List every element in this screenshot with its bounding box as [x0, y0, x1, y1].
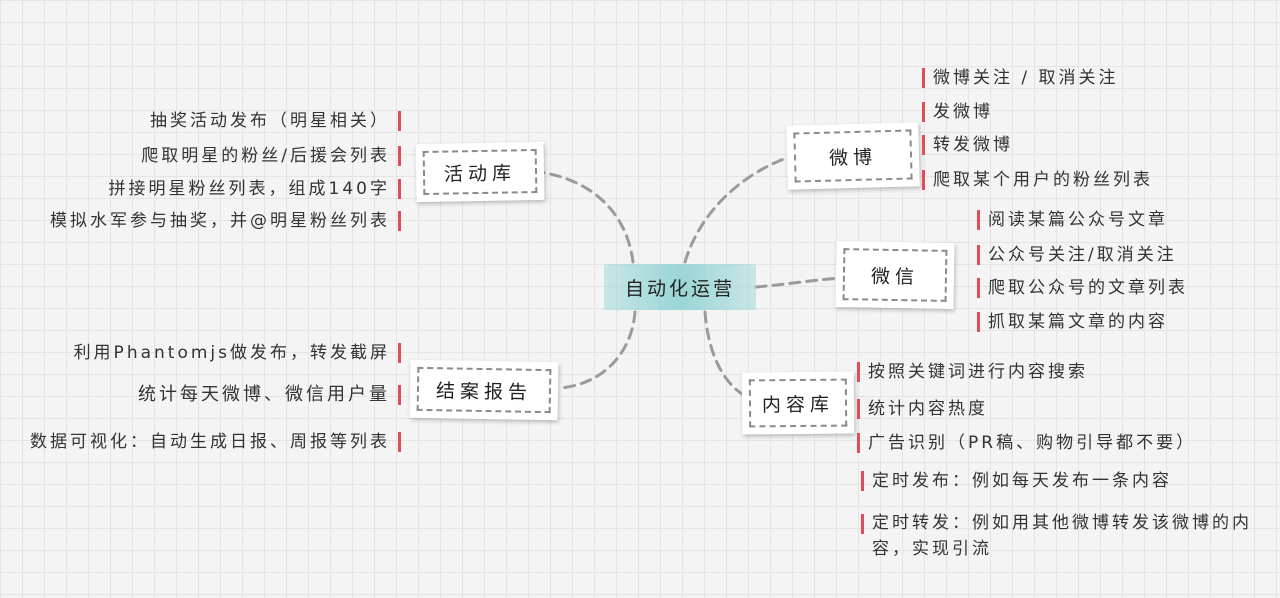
node-weixin[interactable]: 微信	[835, 240, 955, 310]
leaf-neirongku-1: 按照关键词进行内容搜索	[857, 362, 1088, 382]
node-huodongku-label: 活动库	[443, 161, 517, 186]
leaf-huodongku-1: 抽奖活动发布（明星相关）	[150, 111, 401, 131]
leaf-neirongku-5: 定时转发：例如用其他微博转发该微博的内容，实现引流	[861, 510, 1272, 562]
node-jieanbaogao-label: 结案报告	[435, 379, 533, 404]
central-topic-label: 自动化运营	[624, 277, 735, 300]
node-weibo[interactable]: 微博	[786, 122, 920, 190]
central-topic[interactable]: 自动化运营	[604, 264, 756, 310]
leaf-weibo-1: 微博关注 / 取消关注	[922, 68, 1119, 88]
leaf-jieanbaogao-1: 利用Phantomjs做发布，转发截屏	[73, 343, 402, 363]
leaf-neirongku-3: 广告识别（PR稿、购物引导都不要）	[856, 433, 1197, 453]
link-neirongku	[703, 310, 747, 398]
leaf-huodongku-4: 模拟水军参与抽奖，并@明星粉丝列表	[50, 211, 401, 231]
leaf-weibo-4: 爬取某个用户的粉丝列表	[922, 170, 1153, 190]
leaf-huodongku-2: 爬取明星的粉丝/后援会列表	[141, 146, 401, 166]
leaf-weixin-3: 爬取公众号的文章列表	[977, 278, 1188, 298]
leaf-neirongku-2: 统计内容热度	[857, 399, 988, 419]
leaf-weixin-1: 阅读某篇公众号文章	[977, 210, 1168, 230]
leaf-weixin-4: 抓取某篇文章的内容	[977, 312, 1168, 332]
leaf-huodongku-3: 拼接明星粉丝列表，组成140字	[108, 179, 402, 199]
leaf-neirongku-4: 定时发布：例如每天发布一条内容	[861, 471, 1172, 491]
node-huodongku[interactable]: 活动库	[415, 141, 545, 203]
leaf-weibo-3: 转发微博	[922, 135, 1013, 155]
leaf-weibo-2: 发微博	[922, 102, 993, 122]
node-weibo-label: 微博	[828, 145, 878, 170]
node-weixin-label: 微信	[870, 265, 920, 288]
node-neirongku-label: 内容库	[761, 393, 835, 416]
link-jieanbaogao	[558, 310, 637, 390]
link-huodongku	[538, 170, 635, 264]
node-jieanbaogao[interactable]: 结案报告	[409, 359, 559, 421]
leaf-jieanbaogao-3: 数据可视化：自动生成日报、周报等列表	[30, 432, 401, 452]
link-weibo	[683, 153, 797, 264]
leaf-weixin-2: 公众号关注/取消关注	[977, 245, 1177, 265]
leaf-jieanbaogao-2: 统计每天微博、微信用户量	[138, 384, 401, 405]
node-neirongku[interactable]: 内容库	[741, 371, 855, 435]
link-weixin	[754, 276, 844, 289]
